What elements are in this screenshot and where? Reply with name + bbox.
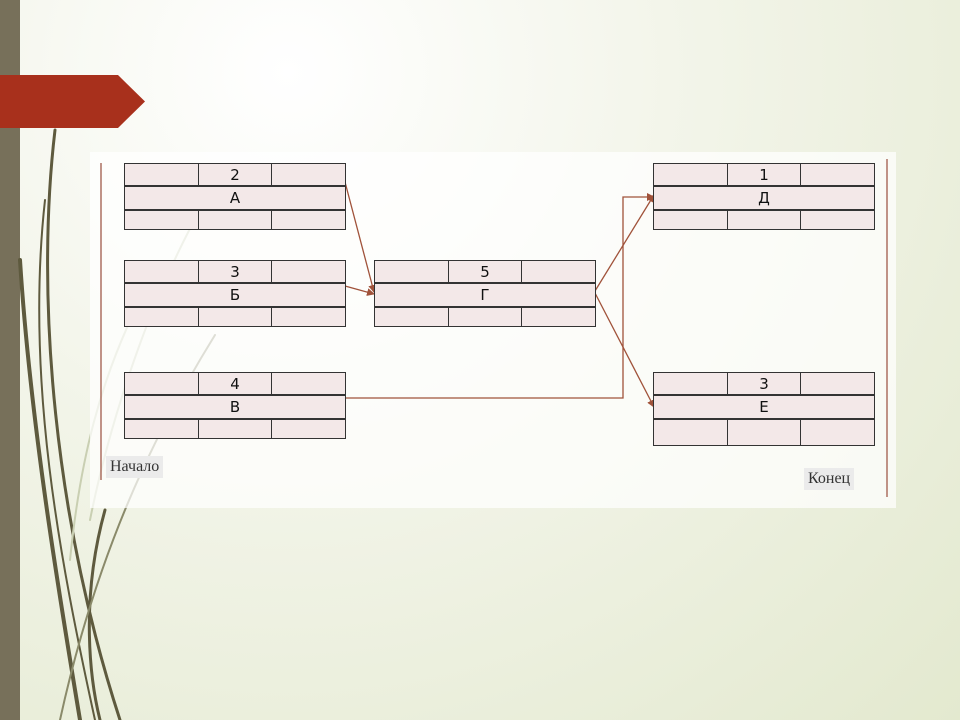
activity-node-d: 1 Д [653,163,875,230]
activity-node-b: 3 Б [124,260,346,327]
node-name: А [124,186,346,210]
slide-side-bar [0,0,20,720]
node-duration: 1 [727,163,801,186]
end-label: Конец [804,468,855,490]
node-name: Б [124,283,346,307]
start-label: Начало [106,456,164,478]
node-duration: 2 [198,163,272,186]
node-name: Е [653,395,875,419]
activity-node-a: 2 А [124,163,346,230]
node-name: В [124,395,346,419]
edge-a-g [344,181,377,293]
edge-g-d [594,194,655,292]
edge-g-e [594,292,655,408]
edge-b-g [344,285,375,296]
edge-v-d [345,193,655,399]
activity-node-v: 4 В [124,372,346,439]
node-name: Г [374,283,596,307]
activity-node-g: 5 Г [374,260,596,327]
node-duration: 3 [727,372,801,395]
node-duration: 4 [198,372,272,395]
node-duration: 5 [448,260,522,283]
node-name: Д [653,186,875,210]
accent-arrow-tab [0,75,145,128]
node-duration: 3 [198,260,272,283]
activity-node-e: 3 Е [653,372,875,446]
